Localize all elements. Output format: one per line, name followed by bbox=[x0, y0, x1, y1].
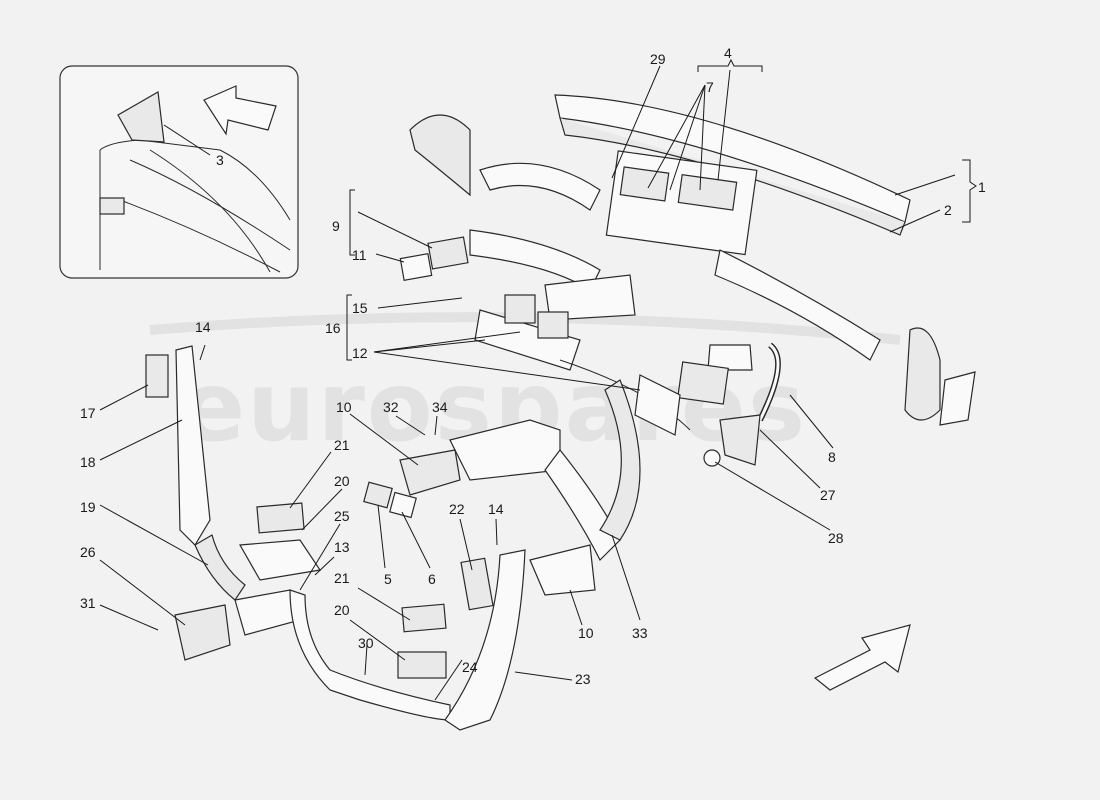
callout-7: 7 bbox=[706, 79, 714, 95]
callout-10a: 10 bbox=[336, 399, 352, 415]
inset-vent-part bbox=[117, 91, 165, 143]
callout-4: 4 bbox=[724, 45, 732, 61]
callout-12: 12 bbox=[352, 345, 368, 361]
callout-32: 32 bbox=[383, 399, 399, 415]
center-floor-duct bbox=[363, 379, 641, 731]
callout-26: 26 bbox=[80, 544, 96, 560]
callout-6: 6 bbox=[428, 571, 436, 587]
callout-24: 24 bbox=[462, 659, 478, 675]
callout-28: 28 bbox=[828, 530, 844, 546]
callout-33: 33 bbox=[632, 625, 648, 641]
inset-direction-arrow bbox=[203, 85, 277, 136]
callout-16: 16 bbox=[325, 320, 341, 336]
callout-17: 17 bbox=[80, 405, 96, 421]
callout-22: 22 bbox=[449, 501, 465, 517]
callout-2: 2 bbox=[944, 202, 952, 218]
center-vent-modules bbox=[399, 236, 729, 436]
callout-9: 9 bbox=[332, 218, 340, 234]
callout-19: 19 bbox=[80, 499, 96, 515]
inset-detail-box bbox=[59, 65, 299, 279]
callout-30: 30 bbox=[358, 635, 374, 651]
callout-20b: 20 bbox=[334, 602, 350, 618]
callout-25: 25 bbox=[334, 508, 350, 524]
callout-31: 31 bbox=[80, 595, 96, 611]
callout-1: 1 bbox=[978, 179, 986, 195]
callout-20a: 20 bbox=[334, 473, 350, 489]
dashboard-duct-assembly bbox=[409, 94, 976, 467]
direction-arrow-icon bbox=[813, 624, 911, 691]
callout-29: 29 bbox=[650, 51, 666, 67]
callout-15: 15 bbox=[352, 300, 368, 316]
callout-5: 5 bbox=[384, 571, 392, 587]
callout-34: 34 bbox=[432, 399, 448, 415]
callout-11: 11 bbox=[352, 247, 367, 263]
callout-14a: 14 bbox=[195, 319, 211, 335]
callout-23: 23 bbox=[575, 671, 591, 687]
callout-21a: 21 bbox=[334, 437, 350, 453]
left-floor-duct bbox=[145, 345, 451, 721]
callout-8: 8 bbox=[828, 449, 836, 465]
callout-27: 27 bbox=[820, 487, 836, 503]
callout-21b: 21 bbox=[334, 570, 350, 586]
callout-18: 18 bbox=[80, 454, 96, 470]
callout-13: 13 bbox=[334, 539, 350, 555]
callout-labels: 1 2 3 4 5 6 7 8 9 10 10 11 12 13 14 14 1… bbox=[80, 45, 986, 687]
callout-14b: 14 bbox=[488, 501, 504, 517]
callout-3: 3 bbox=[216, 152, 224, 168]
callout-10b: 10 bbox=[578, 625, 594, 641]
leader-lines bbox=[99, 58, 977, 701]
